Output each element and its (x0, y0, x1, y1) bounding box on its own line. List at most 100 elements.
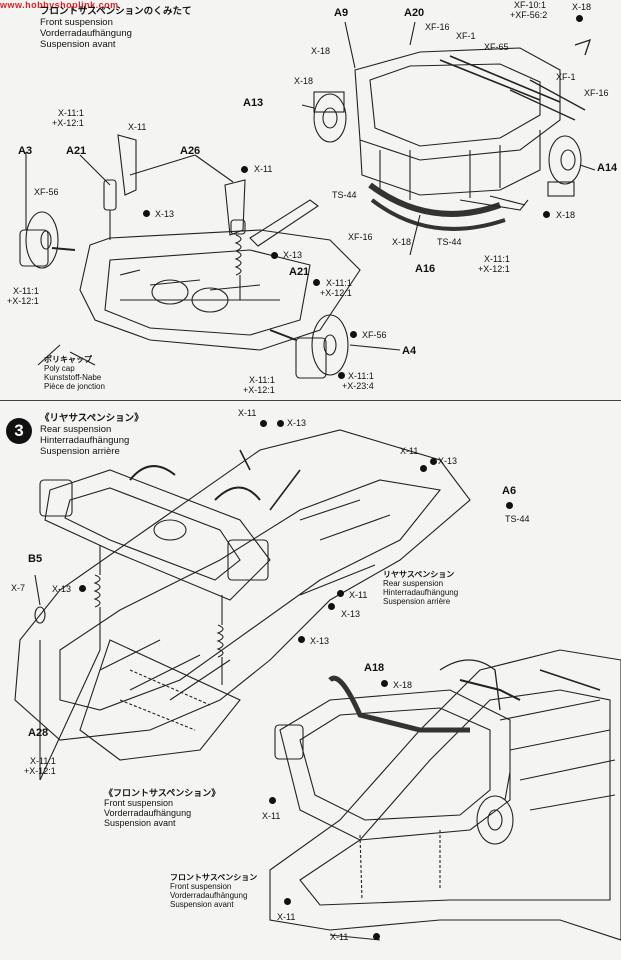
screw-label-x11-mid: X-11 (254, 164, 273, 174)
step-divider (0, 400, 621, 401)
part-label-a4: A4 (402, 345, 417, 357)
part-label-a13: A13 (243, 97, 264, 109)
screw-x11-s3c-dot (337, 590, 344, 597)
part-label-a21-top: A21 (66, 145, 87, 157)
screw-label-x13-s3e: X-13 (310, 636, 330, 646)
screw-label-x18-top: X-18 (572, 2, 592, 12)
watermark: www.hobbyshoplink.com (0, 0, 119, 10)
screw-label-x11-12-c: X-11:1 (13, 286, 39, 296)
screw-x13-b-dot (271, 252, 278, 259)
screw-x18-d-dot (543, 211, 550, 218)
rear-suspension-drawing (14, 429, 621, 941)
front-susp-callout-a: 《フロントサスペンション》 Front suspension Vorderrad… (104, 788, 220, 828)
paint-label-xf65: XF-65 (484, 42, 509, 52)
poly-cap-callout: ポリキャップ Poly cap Kunststoff-Nabe Pièce de… (44, 355, 105, 391)
step2-title-jp: フロントサスペンションのくみたて (40, 6, 192, 17)
part-label-a16: A16 (415, 263, 436, 275)
screw-label-x11-12-d2: +X-12:1 (320, 288, 352, 298)
paint-label-xf16-b: XF-16 (584, 88, 609, 98)
screw-label-x11-12-f: X-11:1 (249, 375, 275, 385)
screw-label-x11-23-f: X-11:1 (348, 371, 374, 381)
screw-label-x18-s3: X-18 (393, 680, 413, 690)
paint-label-xf16-a: XF-16 (425, 22, 450, 32)
part-label-a26: A26 (180, 145, 201, 157)
screw-x18-s3-dot (381, 680, 388, 687)
paint-label-xf56-a: XF-56 (34, 187, 59, 197)
paint-label-ts44-b: TS-44 (437, 237, 462, 247)
step3-number: 3 (6, 418, 32, 444)
screw-label-x18-c: X-18 (392, 237, 412, 247)
screw-a6-dot (506, 502, 513, 509)
screw-label-x18-d: X-18 (556, 210, 576, 220)
screw-x13-s3a-dot (277, 420, 284, 427)
rear-susp-en: Rear suspension (383, 579, 444, 588)
screw-x11-s3f-dot (373, 933, 380, 940)
screw-label-x13-a: X-13 (155, 209, 175, 219)
screw-label-x11-12-a2: +X-12:1 (52, 118, 84, 128)
front-suspension-drawing (19, 21, 596, 379)
front-susp-b-de: Vorderradaufhängung (170, 891, 248, 900)
screw-x13-s3b-dot (430, 458, 437, 465)
part-label-a14: A14 (597, 162, 618, 174)
step3-title-en: Rear suspension (40, 424, 112, 435)
screw-x11-12-d-dot (313, 279, 320, 286)
screw-x11-23-f-dot (338, 372, 345, 379)
screw-xf56-b-dot (350, 331, 357, 338)
paint-label-ts44-a: TS-44 (332, 190, 357, 200)
front-susp-callout-b: フロントサスペンション Front suspension Vorderradau… (170, 873, 257, 909)
screw-label-x11-12-g: X-11:1 (30, 756, 56, 766)
poly-cap-fr: Pièce de jonction (44, 382, 105, 391)
poly-cap-jp: ポリキャップ (44, 355, 92, 364)
front-susp-b-en: Front suspension (170, 882, 232, 891)
step2-header: フロントサスペンションのくみたて Front suspension Vorder… (40, 6, 192, 50)
part-label-a3: A3 (18, 145, 33, 157)
poly-cap-de: Kunststoff-Nabe (44, 373, 102, 382)
paint-label-xf1-b: XF-1 (556, 72, 576, 82)
screw-label-x11-s3f: X-11 (330, 932, 349, 942)
front-susp-a-jp: 《フロントサスペンション》 (104, 788, 221, 798)
screw-x11-s3e-dot (284, 898, 291, 905)
part-label-a6: A6 (502, 485, 517, 497)
part-label-a20: A20 (404, 7, 425, 19)
screw-label-x11-23-f2: +X-23:4 (342, 381, 374, 391)
screw-label-x13-s3b: X-13 (438, 456, 458, 466)
part-label-a28: A28 (28, 727, 49, 739)
screw-label-x11-12-c2: +X-12:1 (7, 296, 39, 306)
screw-label-x11-top: X-11 (128, 122, 147, 132)
screw-label-x11-12-g2: +X-12:1 (24, 766, 56, 776)
screw-label-x13-b: X-13 (283, 250, 303, 260)
part-label-a9: A9 (334, 7, 349, 19)
screw-label-x11-s3d: X-11 (262, 811, 281, 821)
paint-label-xf1-a: XF-1 (456, 31, 476, 41)
screw-label-x18-a13: X-18 (294, 76, 314, 86)
step3-title-de: Hinterradaufhängung (40, 435, 130, 446)
step3-header: 《リヤサスペンション》 Rear suspension Hinterradauf… (40, 413, 144, 457)
screw-label-x13-s3c: X-13 (52, 584, 72, 594)
screw-label-x13-s3a: X-13 (287, 418, 307, 428)
screw-label-x11-s3a: X-11 (238, 408, 257, 418)
step2-title-en: Front suspension (40, 17, 113, 28)
paint-label-xf56-2: +XF-56:2 (510, 10, 548, 20)
paint-label-xf10: XF-10:1 (514, 0, 547, 10)
screw-x13-s3e-dot (298, 636, 305, 643)
screw-x11-mid-dot (241, 166, 248, 173)
screw-label-x11-s3e: X-11 (277, 912, 296, 922)
rear-susp-fr: Suspension arrière (383, 597, 451, 606)
part-label-a18: A18 (364, 662, 385, 674)
paint-label-xf56-b: XF-56 (362, 330, 387, 340)
screw-label-x11-12-a: X-11:1 (58, 108, 84, 118)
front-susp-a-fr: Suspension avant (104, 818, 176, 828)
rear-susp-jp: リヤサスペンション (383, 570, 455, 579)
screw-label-x11-12-d: X-11:1 (326, 278, 352, 288)
step3-title-fr: Suspension arrière (40, 446, 120, 457)
screw-label-x18-a9: X-18 (311, 46, 331, 56)
screw-x13-a-dot (143, 210, 150, 217)
front-susp-a-de: Vorderradaufhängung (104, 808, 192, 818)
screw-label-x11-12-b2: +X-12:1 (478, 264, 510, 274)
screw-label-x13-s3d: X-13 (341, 609, 361, 619)
screw-x13-s3c-dot (79, 585, 86, 592)
screw-x18-top-dot (576, 15, 583, 22)
front-susp-b-jp: フロントサスペンション (170, 873, 258, 882)
front-susp-b-fr: Suspension avant (170, 900, 234, 909)
